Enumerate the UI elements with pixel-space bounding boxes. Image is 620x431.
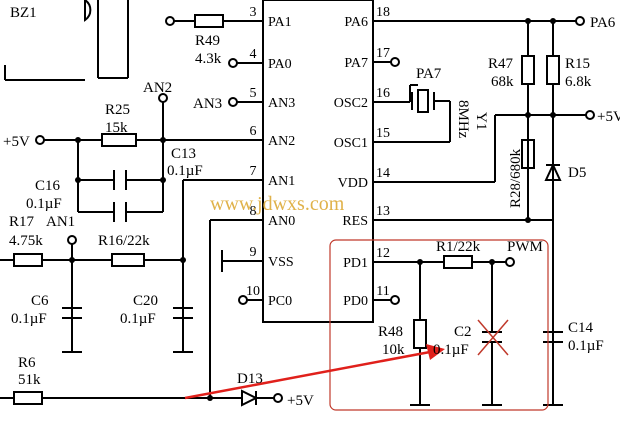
- label-r28: R28/680k: [508, 148, 524, 208]
- label-r17: R17: [9, 214, 35, 230]
- label-c2: C2: [454, 324, 472, 340]
- label-c20: C20: [133, 293, 158, 309]
- resistor-r49: [194, 14, 224, 28]
- pin-name-right: PA6: [344, 15, 368, 30]
- label-r6-val: 51k: [18, 372, 41, 388]
- label-c13: C13: [171, 146, 196, 162]
- pin-name-right: PD0: [343, 294, 368, 309]
- label-r48-val: 10k: [382, 342, 405, 358]
- label-r49-val: 4.3k: [195, 51, 222, 67]
- pin-name-left: AN0: [268, 214, 295, 229]
- resistor-r1: [443, 255, 473, 269]
- label-r25: R25: [105, 102, 130, 118]
- label-c16: C16: [35, 178, 61, 194]
- diode-d13: [241, 389, 259, 407]
- label-c14: C14: [568, 320, 594, 336]
- pin-number-left: 10: [246, 284, 260, 299]
- pin-number-right: 15: [376, 126, 390, 141]
- label-y1-val: 8MHz: [455, 100, 471, 139]
- pin-number-right: 13: [376, 204, 390, 219]
- pin-number-right: 11: [376, 284, 389, 299]
- diode-d5: [544, 162, 562, 181]
- ic-body: [262, 0, 374, 323]
- pin-number-left: 5: [250, 86, 257, 101]
- label-an2-net: AN2: [143, 80, 172, 96]
- label-c6: C6: [31, 293, 49, 309]
- pin-number-right: 12: [376, 246, 390, 261]
- label-5v-right: +5V: [597, 109, 620, 125]
- label-d5: D5: [568, 165, 586, 181]
- resistor-r17: [13, 253, 43, 267]
- label-c16-val: 0.1µF: [26, 196, 62, 212]
- label-r48: R48: [378, 324, 403, 340]
- pin-name-right: PD1: [343, 256, 368, 271]
- label-c20-val: 0.1µF: [120, 311, 156, 327]
- resistor-r47: [521, 55, 535, 85]
- pin-name-right: PA7: [344, 56, 368, 71]
- label-r17-val: 4.75k: [9, 233, 43, 249]
- buzzer-symbol: [84, 0, 92, 22]
- label-pa7-net: PA7: [416, 66, 442, 82]
- pin-name-right: VDD: [338, 176, 368, 191]
- red-arrow: [184, 350, 431, 400]
- pin-number-left: 8: [250, 204, 257, 219]
- label-5v-bottom: +5V: [287, 393, 314, 409]
- label-c14-val: 0.1µF: [568, 338, 604, 354]
- pin-number-left: 3: [250, 5, 257, 20]
- pin-number-left: 4: [250, 47, 257, 62]
- label-pa6-net: PA6: [590, 15, 616, 31]
- highlight-box: [329, 239, 549, 411]
- label-y1: Y1: [473, 112, 489, 130]
- pin-number-right: 18: [376, 5, 390, 20]
- pin-number-left: 9: [250, 245, 257, 260]
- pin-name-left: AN3: [268, 96, 295, 111]
- pin-name-left: AN1: [268, 174, 295, 189]
- label-r15-val: 6.8k: [565, 74, 592, 90]
- pin-name-left: PC0: [268, 294, 292, 309]
- resistor-r16: [111, 253, 145, 267]
- label-r15: R15: [565, 56, 590, 72]
- pin-name-left: AN2: [268, 134, 295, 149]
- resistor-r15: [546, 55, 560, 85]
- label-r47-val: 68k: [491, 74, 514, 90]
- resistor-r6: [13, 391, 43, 405]
- label-r16: R16/22k: [98, 233, 150, 249]
- pin-number-right: 17: [376, 46, 390, 61]
- resistor-r48: [413, 319, 427, 349]
- label-r1: R1/22k: [436, 239, 481, 255]
- label-pwm: PWM: [507, 239, 543, 255]
- label-r25-val: 15k: [105, 120, 128, 136]
- pin-name-right: OSC2: [334, 96, 368, 111]
- pin-number-right: 14: [376, 166, 390, 181]
- label-d13: D13: [237, 371, 263, 387]
- label-an3-net: AN3: [193, 96, 222, 112]
- label-5v-left: +5V: [3, 134, 30, 150]
- pin-name-left: PA1: [268, 15, 292, 30]
- label-r47: R47: [488, 56, 514, 72]
- pin-name-left: PA0: [268, 57, 292, 72]
- label-r49: R49: [195, 33, 220, 49]
- pin-name-right: RES: [342, 214, 368, 229]
- pin-name-right: OSC1: [334, 136, 368, 151]
- label-c2-val: 0.1µF: [433, 342, 469, 358]
- pin-name-left: VSS: [268, 255, 294, 270]
- pin-number-left: 6: [250, 124, 257, 139]
- label-r6: R6: [18, 355, 36, 371]
- label-c6-val: 0.1µF: [11, 311, 47, 327]
- label-c13-val: 0.1µF: [167, 163, 203, 179]
- label-bz1: BZ1: [10, 5, 37, 21]
- watermark: www.jdwxs.com: [210, 193, 345, 215]
- pin-number-right: 16: [376, 86, 390, 101]
- pin-number-left: 7: [250, 164, 257, 179]
- crystal-y1: [417, 89, 429, 113]
- label-an1-net: AN1: [46, 214, 75, 230]
